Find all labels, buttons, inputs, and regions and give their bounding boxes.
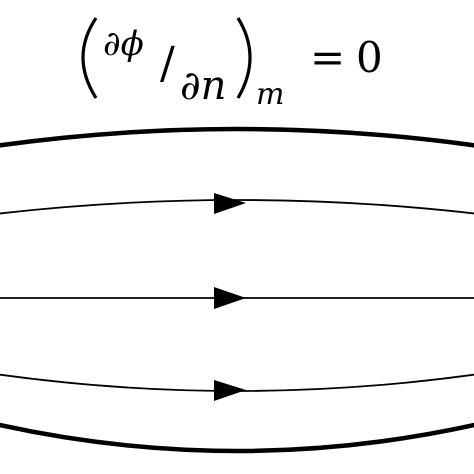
equals-sign: =: [310, 33, 345, 82]
arrowhead-icon: [214, 380, 246, 401]
numerator-partial-phi: ∂ϕ: [103, 24, 144, 64]
arrowhead-icon: [214, 193, 246, 214]
right-parenthesis: [236, 17, 252, 99]
subscript-m: m: [256, 77, 284, 112]
upper-boundary-wall: [0, 126, 474, 148]
boundary-condition-equation: ∂ϕ / ∂n m = 0: [81, 17, 383, 112]
fraction-slash: /: [160, 38, 175, 89]
lower-boundary-wall: [0, 422, 474, 454]
left-parenthesis: [81, 17, 98, 99]
arrowhead-icon: [214, 287, 246, 309]
denominator-partial-n: ∂n: [180, 63, 226, 109]
value-zero: 0: [356, 33, 383, 82]
streamline-upper: [0, 199, 474, 215]
